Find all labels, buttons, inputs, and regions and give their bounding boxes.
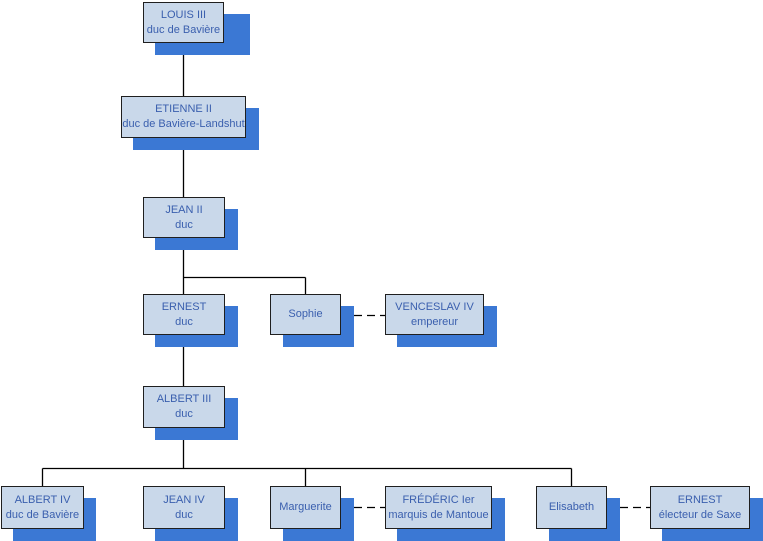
person-title: duc de Bavière <box>5 508 80 521</box>
person-title: duc <box>175 508 193 521</box>
person-name: ERNEST <box>677 493 723 506</box>
person-box: ALBERT III duc <box>143 386 225 428</box>
person-box: ETIENNE II duc de Bavière-Landshut <box>121 96 246 138</box>
person-name: ALBERT III <box>156 393 212 405</box>
person-box: Marguerite <box>270 486 341 529</box>
person-box: ALBERT IV duc de Bavière <box>1 486 84 529</box>
person-box: LOUIS III duc de Bavière <box>143 2 224 43</box>
person-box: JEAN II duc <box>143 197 225 238</box>
person-title: électeur de Saxe <box>658 508 742 521</box>
person-title: duc <box>175 218 193 231</box>
person-name: JEAN II <box>165 203 203 216</box>
person-box: Elisabeth <box>536 486 607 529</box>
person-name: ALBERT IV <box>14 493 71 506</box>
person-title: duc <box>175 408 193 420</box>
person-name: Sophie <box>288 308 323 320</box>
person-title: duc de Bavière <box>146 23 221 36</box>
person-name: Marguerite <box>279 501 332 513</box>
person-box: FRÉDÉRIC Ier marquis de Mantoue <box>385 486 492 529</box>
person-box: ERNEST électeur de Saxe <box>650 486 750 529</box>
person-name: Elisabeth <box>548 501 595 513</box>
person-box: VENCESLAV IV empereur <box>385 294 484 335</box>
person-name: LOUIS III <box>160 8 207 21</box>
person-title: duc de Bavière-Landshut <box>122 118 245 130</box>
person-box: JEAN IV duc <box>143 486 225 529</box>
person-box: ERNEST duc <box>143 294 225 335</box>
person-name: ERNEST <box>161 300 207 313</box>
person-name: JEAN IV <box>163 493 205 506</box>
person-title: empereur <box>410 315 459 328</box>
person-name: ETIENNE II <box>155 103 212 115</box>
person-title: marquis de Mantoue <box>388 508 489 521</box>
person-box: Sophie <box>270 294 341 335</box>
person-name: FRÉDÉRIC Ier <box>402 493 475 506</box>
person-name: VENCESLAV IV <box>395 300 474 313</box>
person-title: duc <box>175 315 193 328</box>
